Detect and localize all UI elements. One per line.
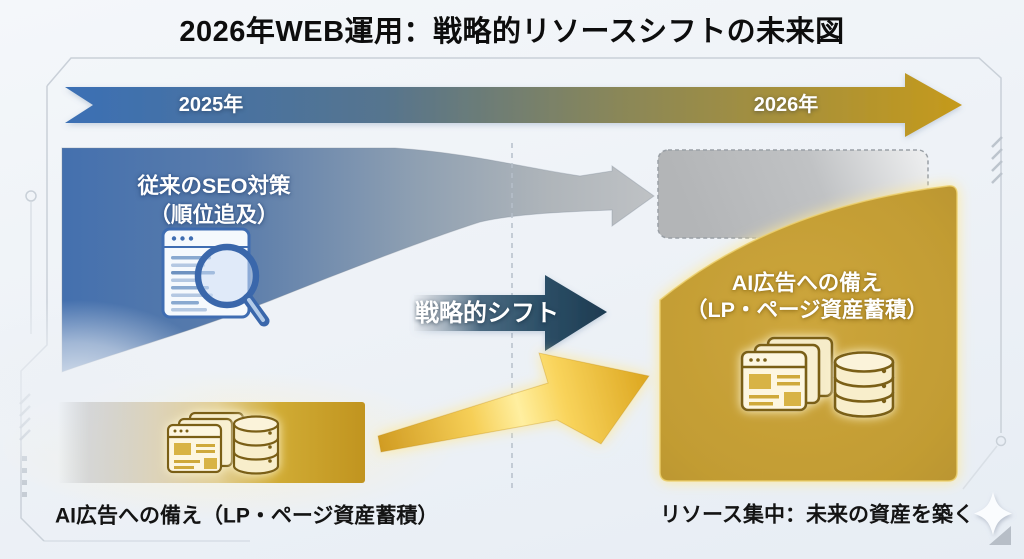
browser-search-icon (161, 227, 270, 327)
pages-stack-icon (740, 336, 834, 412)
shift-arrow (414, 275, 607, 351)
bottom-left-caption: AI広告への備え（LP・ページ資産蓄積） (55, 504, 439, 528)
growth-arrow (377, 352, 650, 453)
timeline-start-label: 2025年 (178, 94, 244, 116)
pages-stack-icon (166, 411, 245, 474)
ai-block-title: AI広告への備え (731, 271, 883, 296)
database-icon (833, 351, 895, 418)
frame-node-icon (995, 435, 1007, 447)
corner-triangle-icon (989, 526, 1011, 545)
timeline-arrow (65, 73, 962, 137)
page-title: 2026年WEB運用：戦略的リソースシフトの未来図 (179, 16, 845, 49)
shift-arrow-label: 戦略的シフト (415, 299, 559, 327)
sparkle-icon (974, 492, 1012, 535)
ai-block-subtitle: （LP・ページ資産蓄積） (685, 298, 929, 323)
database-icon (232, 415, 280, 475)
bottom-right-caption: リソース集中：未来の資産を築く (660, 503, 974, 527)
seo-block-subtitle: （順位追及） (149, 203, 279, 228)
frame-node-icon (25, 190, 37, 202)
timeline-end-label: 2026年 (753, 94, 819, 116)
seo-block-title: 従来のSEO対策 (137, 174, 291, 199)
